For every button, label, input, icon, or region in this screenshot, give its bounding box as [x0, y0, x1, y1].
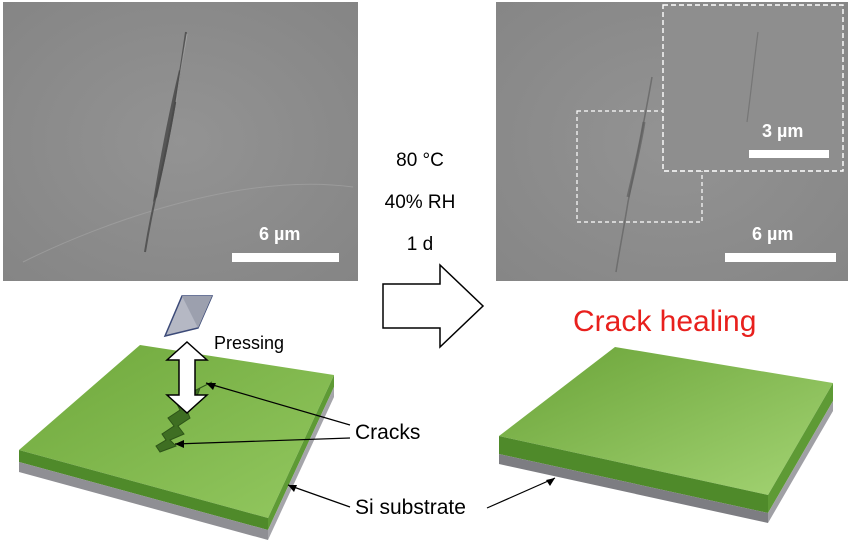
zoom-region-box: [576, 110, 703, 223]
substrate-label: Si substrate: [355, 496, 466, 519]
condition-temperature: 80 °C: [396, 150, 444, 171]
process-arrow: [382, 263, 485, 349]
sem-image-before: 6 µm: [3, 2, 358, 281]
pressing-arrow: [165, 340, 209, 415]
scale-label-after: 6 µm: [752, 224, 794, 244]
condition-humidity: 40% RH: [384, 192, 456, 213]
scale-label-before: 6 µm: [259, 224, 301, 244]
film-slab-cracked: [19, 345, 334, 540]
scale-bar-before: [232, 253, 339, 262]
indenter-tip: [163, 295, 214, 338]
inset-image: [662, 4, 844, 172]
cracks-label: Cracks: [355, 421, 421, 444]
scale-bar-after: [725, 253, 836, 262]
inset-scale-bar: [749, 150, 829, 158]
condition-duration: 1 d: [406, 234, 434, 255]
pressing-label: Pressing: [214, 333, 285, 353]
inset-scale-label: 3 µm: [762, 121, 804, 141]
sem-texture-before: [3, 2, 358, 281]
film-slab-healed: [499, 347, 833, 523]
sem-texture-after: [496, 2, 848, 281]
crack-healing-label: Crack healing: [573, 305, 757, 338]
sem-image-after: 3 µm 6 µm: [496, 2, 848, 281]
